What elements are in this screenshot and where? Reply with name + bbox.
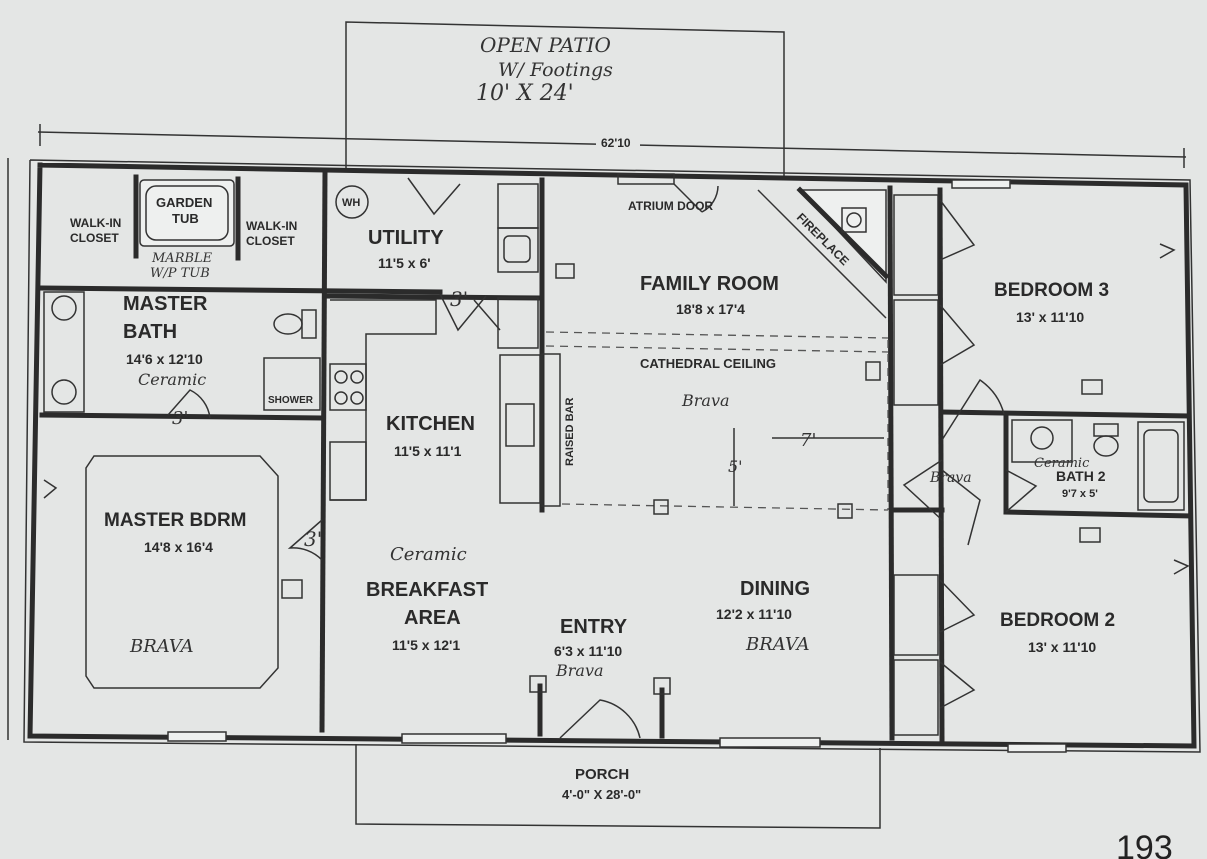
- water-heater-label: WH: [342, 197, 360, 209]
- utility-dims: 11'5 x 6': [378, 255, 431, 271]
- bath2-note: Ceramic: [1034, 456, 1090, 471]
- master-bdrm-name: MASTER BDRM: [104, 510, 247, 531]
- entry-note: Brava: [555, 661, 604, 680]
- bedroom3-name: BEDROOM 3: [994, 280, 1109, 301]
- family-room-note: Brava: [681, 391, 730, 410]
- plan-number: 193: [1116, 829, 1173, 859]
- master-bdrm-note: BRAVA: [129, 636, 194, 657]
- overall-width: 62'10: [601, 136, 631, 150]
- kitchen-counters: [329, 297, 561, 507]
- family-room-dims: 18'8 x 17'4: [676, 301, 745, 317]
- patio-line2: W/ Footings: [498, 59, 613, 81]
- atrium-door: [617, 173, 719, 213]
- column-posts: [529, 499, 853, 695]
- porch-dims: 4'-0" X 28'-0": [562, 787, 641, 802]
- marble-note-line2: W/P TUB: [150, 266, 210, 281]
- family-span-mark: 7': [800, 430, 816, 451]
- dining-name: DINING: [740, 578, 810, 600]
- marble-note-line1: MARBLE: [151, 251, 213, 266]
- doors: [167, 378, 1038, 739]
- master-bdrm-door-mark: 3': [304, 527, 322, 551]
- bath2-dims: 9'7 x 5': [1062, 488, 1098, 500]
- patio-line3: 10' X 24': [476, 81, 574, 106]
- walk-in-closet-left-line1: WALK-IN: [70, 216, 121, 230]
- breakfast-note: Ceramic: [390, 544, 467, 565]
- master-bath-note: Ceramic: [138, 370, 206, 389]
- utility-name: UTILITY: [368, 227, 444, 249]
- master-bdrm-dims: 14'8 x 16'4: [144, 539, 213, 555]
- shower-label: SHOWER: [268, 395, 314, 406]
- walk-in-closet-right-line1: WALK-IN: [246, 219, 297, 233]
- atrium-door-label: ATRIUM DOOR: [628, 199, 713, 213]
- hall-note: Brava: [929, 470, 972, 486]
- bath2-name: BATH 2: [1056, 468, 1106, 484]
- dining-note: BRAVA: [745, 634, 810, 655]
- walk-in-closet-right-line2: CLOSET: [246, 234, 295, 248]
- patio-line1: OPEN PATIO: [480, 33, 611, 57]
- family-vertical-mark: 5': [728, 457, 743, 476]
- family-room-name: FAMILY ROOM: [640, 273, 779, 295]
- master-bath-door-mark: 3': [172, 408, 188, 429]
- master-bath-fixtures: [43, 291, 321, 413]
- windows: [167, 179, 1067, 753]
- entry-dims: 6'3 x 11'10: [554, 643, 622, 659]
- exterior-walls: [23, 159, 1201, 753]
- walk-in-closet-left-line2: CLOSET: [70, 231, 119, 245]
- cathedral-ceiling-label: CATHEDRAL CEILING: [640, 356, 776, 371]
- dining-dims: 12'2 x 11'10: [716, 606, 792, 622]
- interior-walls: [39, 169, 1193, 743]
- hall-closets: [893, 194, 976, 736]
- porch-name: PORCH: [575, 766, 629, 783]
- garden-tub-line1: GARDEN: [156, 195, 212, 210]
- entry-name: ENTRY: [560, 616, 628, 638]
- master-bath-line2: BATH: [123, 321, 177, 343]
- porch-outline: [355, 744, 881, 829]
- master-bath-dims: 14'6 x 12'10: [126, 351, 203, 367]
- bedroom3-dims: 13' x 11'10: [1016, 309, 1084, 325]
- fireplace-symbol: [757, 186, 890, 319]
- utility-door-mark: 3': [450, 287, 468, 311]
- kitchen-name: KITCHEN: [386, 413, 475, 435]
- bedroom2-dims: 13' x 11'10: [1028, 639, 1096, 655]
- utility-appliances: [407, 177, 539, 332]
- breakfast-line2: AREA: [404, 607, 461, 629]
- kitchen-dims: 11'5 x 11'1: [394, 443, 462, 459]
- garden-tub: [139, 179, 235, 247]
- breakfast-line1: BREAKFAST: [366, 579, 488, 601]
- raised-bar-label: RAISED BAR: [564, 397, 576, 466]
- master-bath-line1: MASTER: [123, 293, 208, 315]
- symbols: [43, 243, 1190, 599]
- water-heater: [335, 185, 369, 219]
- cathedral-ceiling-outline: [545, 331, 889, 511]
- patio-outline: [345, 21, 785, 176]
- breakfast-dims: 11'5 x 12'1: [392, 637, 460, 653]
- dim-label-bg: [596, 134, 640, 150]
- bedroom2-name: BEDROOM 2: [1000, 610, 1115, 631]
- master-bed-outline: [85, 455, 279, 689]
- bath2-fixtures: [1011, 419, 1185, 511]
- garden-tub-line2: TUB: [172, 211, 199, 226]
